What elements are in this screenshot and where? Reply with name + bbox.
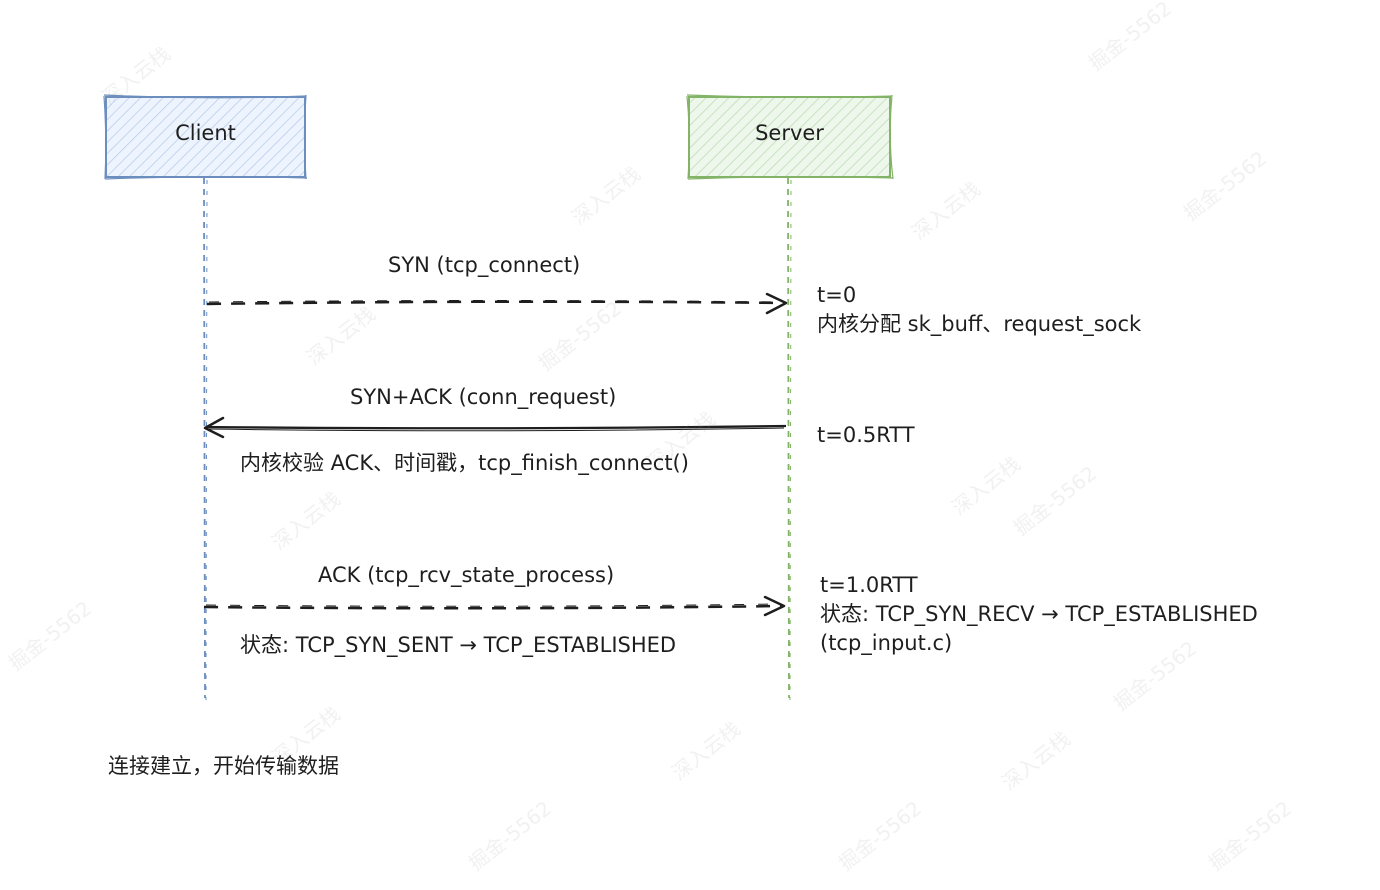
client-kernel-note: 内核校验 ACK、时间戳，tcp_finish_connect() xyxy=(240,451,689,475)
server-lifeline xyxy=(787,177,792,701)
server-source-note: (tcp_input.c) xyxy=(820,631,953,655)
server-label: Server xyxy=(755,121,824,145)
server-state-note: 状态: TCP_SYN_RECV → TCP_ESTABLISHED xyxy=(820,602,1258,626)
client-state-note: 状态: TCP_SYN_SENT → TCP_ESTABLISHED xyxy=(240,633,677,657)
time-t0: t=0 xyxy=(817,283,857,307)
syn-arrow xyxy=(206,292,788,315)
server-alloc-note: 内核分配 sk_buff、request_sock xyxy=(817,312,1142,336)
time-t05: t=0.5RTT xyxy=(817,423,915,447)
server-box xyxy=(686,94,894,180)
ack-arrow xyxy=(203,595,786,617)
client-label: Client xyxy=(175,121,236,145)
syn-label: SYN (tcp_connect) xyxy=(388,253,581,277)
time-t1: t=1.0RTT xyxy=(820,573,918,597)
syn-ack-label: SYN+ACK (conn_request) xyxy=(350,385,617,409)
client-lifeline xyxy=(203,177,208,701)
ack-label: ACK (tcp_rcv_state_process) xyxy=(318,563,615,587)
syn-ack-arrow xyxy=(203,416,787,439)
client-box xyxy=(103,94,308,180)
footer-note: 连接建立，开始传输数据 xyxy=(108,754,339,778)
